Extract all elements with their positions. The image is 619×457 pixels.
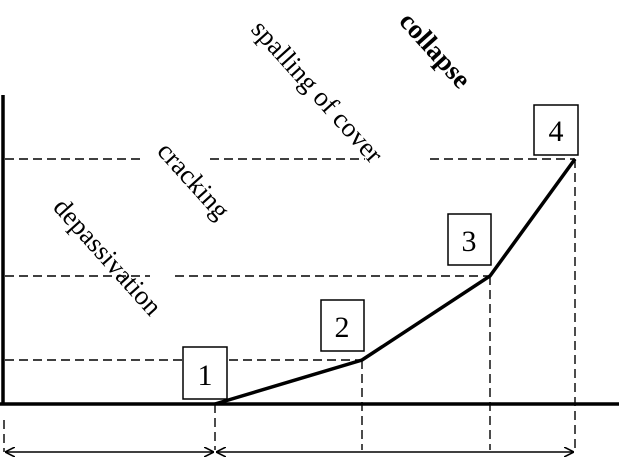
point-label-1: 1: [198, 359, 213, 392]
point-box-2: 2: [320, 299, 365, 352]
label-collapse: collapse: [394, 6, 478, 94]
point-box-1: 1: [182, 346, 228, 400]
time-guides: [214, 159, 576, 450]
point-box-3: 3: [447, 213, 492, 266]
label-spalling: spalling of cover: [246, 14, 390, 169]
point-label-3: 3: [462, 225, 477, 258]
deterioration-curve: [214, 157, 577, 406]
level-guides: [5, 158, 575, 361]
point-label-4: 4: [549, 115, 564, 148]
point-box-4: 4: [533, 104, 579, 156]
point-label-2: 2: [335, 311, 350, 344]
label-cracking: cracking: [152, 136, 236, 225]
label-depassivation: depassivation: [48, 192, 169, 322]
